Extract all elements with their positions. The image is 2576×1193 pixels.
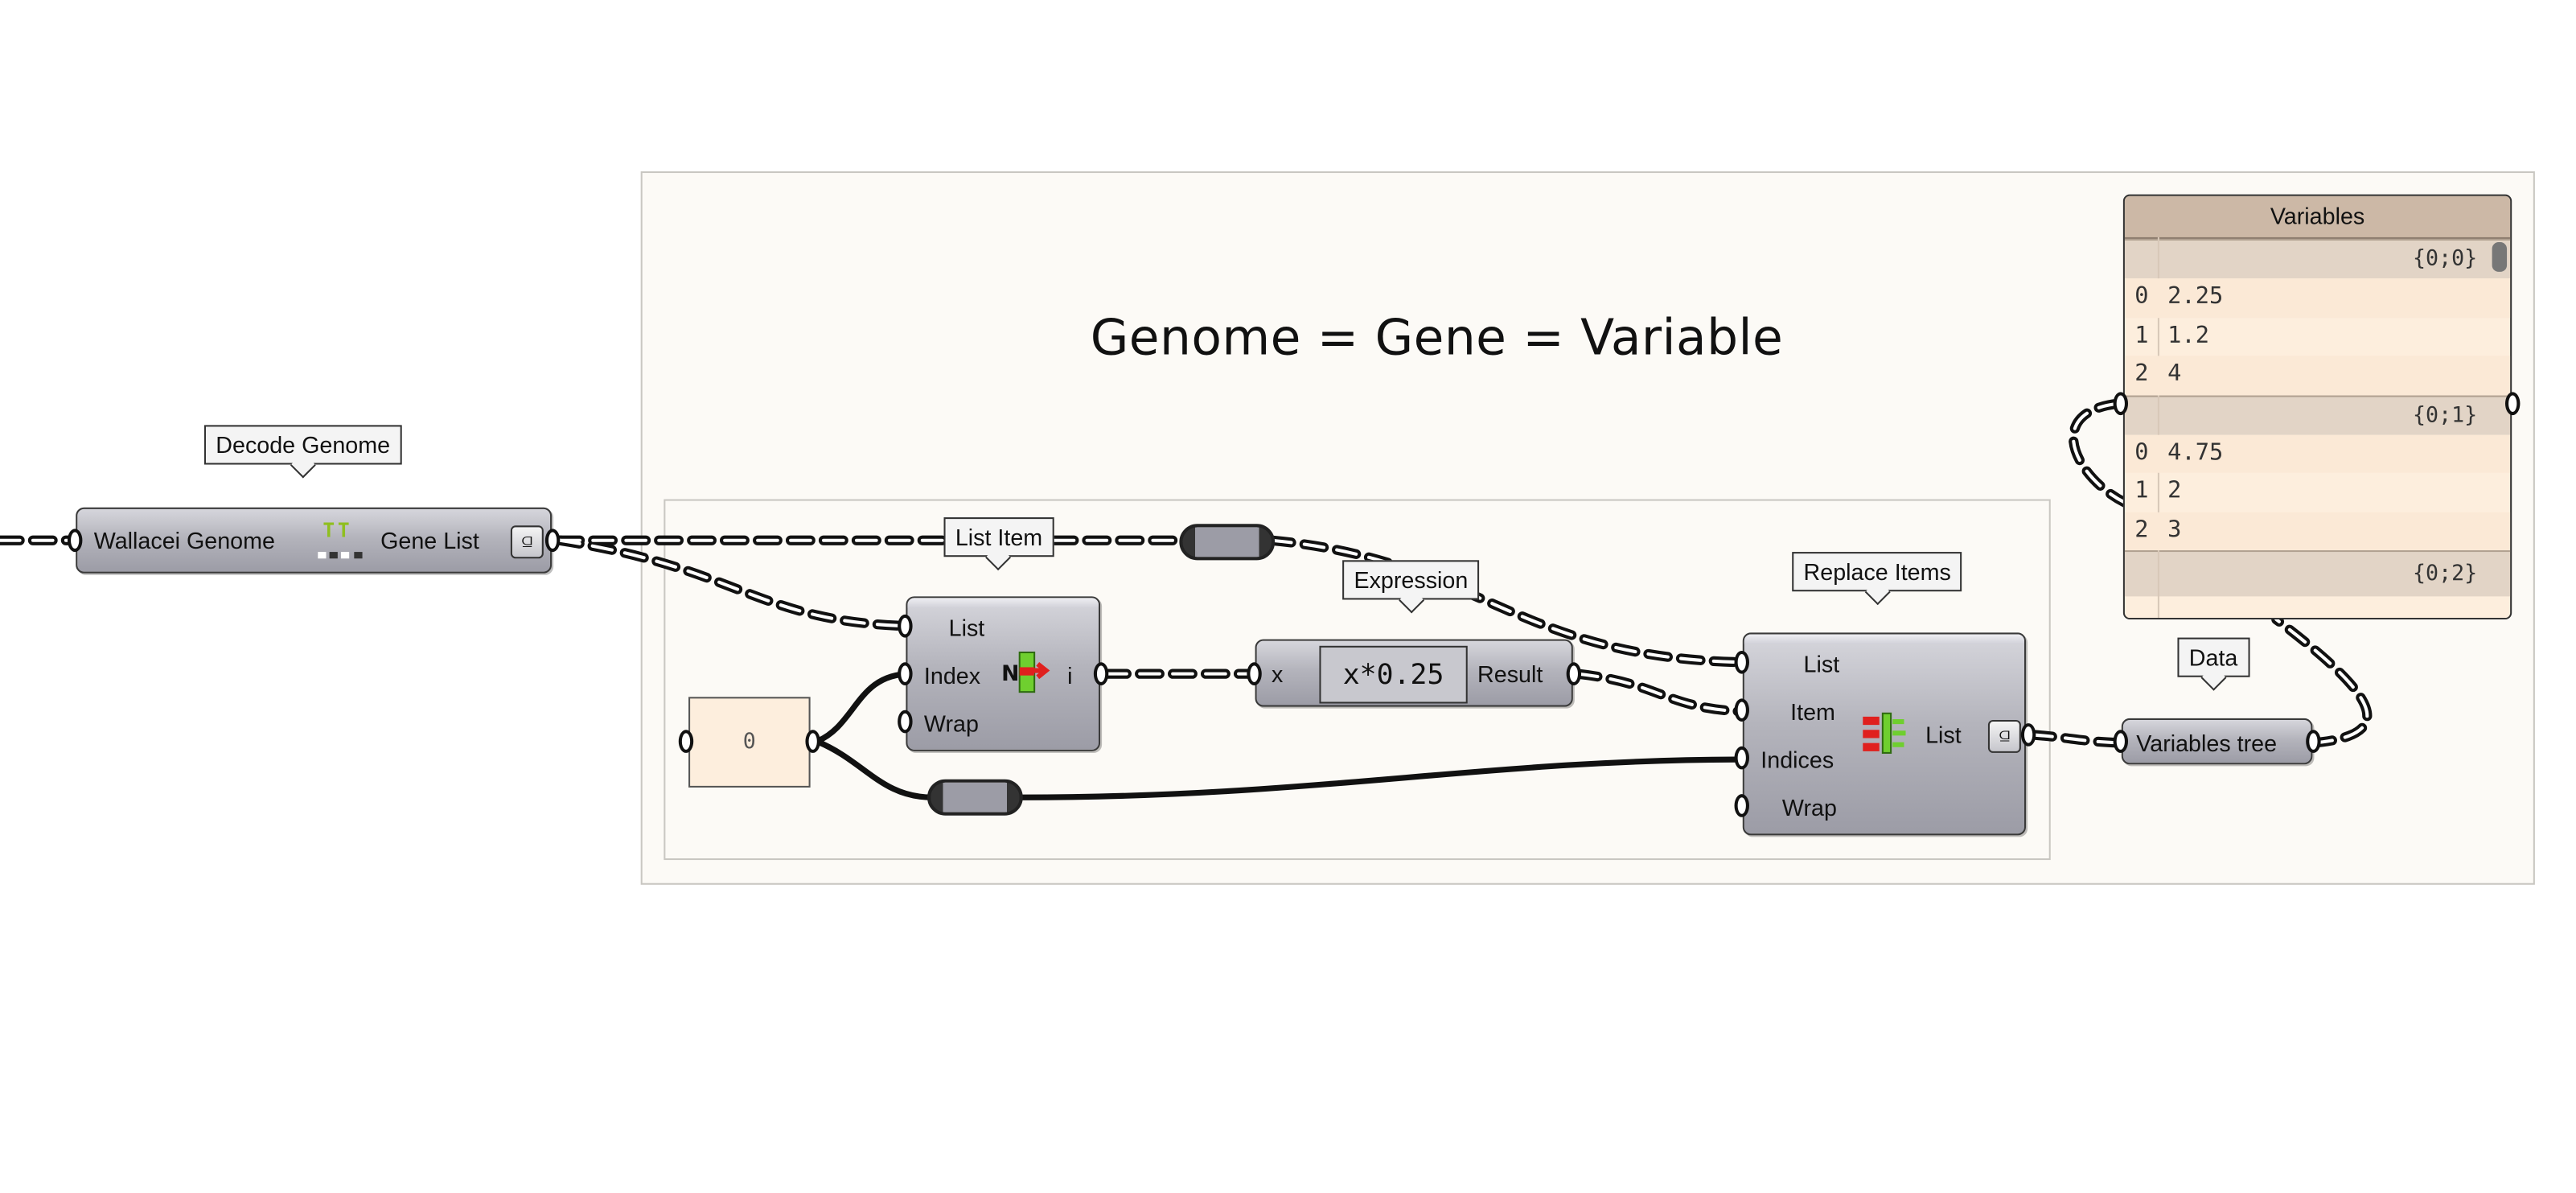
replace-input-item: Item — [1790, 698, 1835, 726]
funnel-icon[interactable]: ⫑ — [510, 525, 544, 559]
wire-relay2-to-indices — [1018, 756, 1749, 800]
list-item-grip-list[interactable] — [898, 614, 913, 638]
tooltip-expression: Expression — [1342, 560, 1480, 600]
panel-input-grip[interactable] — [678, 730, 694, 753]
replace-items-component[interactable]: List Item Indices Wrap List ⫑ — [1742, 632, 2027, 836]
replace-grip-list[interactable] — [1734, 650, 1749, 674]
wire-genelist-to-listitem — [555, 535, 916, 631]
expression-formula[interactable]: x*0.25 — [1319, 645, 1468, 704]
index-panel[interactable]: 0 — [688, 697, 811, 788]
expression-grip-input[interactable] — [1247, 662, 1262, 685]
replace-grip-wrap[interactable] — [1734, 794, 1749, 817]
viewer-grip-input[interactable] — [2113, 392, 2129, 416]
wallacei-input-label: Wallacei Genome — [93, 527, 275, 554]
replace-output-list: List — [1925, 722, 1962, 748]
wallacei-genome-icon: T T — [314, 516, 368, 565]
tree-grip-input[interactable] — [2113, 730, 2129, 753]
expression-input-x: x — [1272, 660, 1284, 688]
wire-panel-to-index — [814, 671, 914, 745]
wire-expression-to-replace — [1572, 668, 1752, 717]
branch-header: {0;1} — [2124, 394, 2511, 434]
tree-grip-output[interactable] — [2306, 730, 2321, 753]
funnel-icon[interactable]: ⫑ — [1987, 719, 2021, 753]
wallacei-output-label: Gene List — [380, 527, 479, 554]
expression-output-result: Result — [1477, 660, 1543, 688]
relay-node[interactable] — [927, 779, 1023, 816]
wallacei-output-grip[interactable] — [544, 529, 561, 553]
replace-items-icon — [1859, 709, 1908, 758]
variables-tree-param[interactable]: Variables tree — [2121, 718, 2313, 765]
branch-header: {0;2} — [2124, 550, 2511, 597]
list-item-grip-wrap[interactable] — [898, 710, 913, 734]
viewer-title: Variables — [2124, 195, 2511, 239]
group-title: Genome = Gene = Variable — [1090, 310, 1784, 368]
list-item-output-i: i — [1067, 662, 1073, 689]
variables-tree-label: Variables tree — [2136, 730, 2278, 757]
branch-header: {0;0} — [2124, 238, 2511, 279]
list-item-input-index: Index — [923, 662, 981, 689]
list-item-grip-output[interactable] — [1093, 662, 1109, 685]
panel-output-grip[interactable] — [805, 730, 820, 753]
list-item-icon: N — [1001, 648, 1050, 697]
replace-grip-indices[interactable] — [1734, 746, 1749, 770]
tooltip-data: Data — [2177, 637, 2249, 677]
wire-panel-to-relay2 — [814, 738, 935, 800]
svg-text:T: T — [338, 519, 350, 542]
svg-text:T: T — [323, 519, 335, 542]
replace-input-list: List — [1803, 650, 1840, 677]
wallacei-genome-component[interactable]: Wallacei Genome T T Gene List ⫑ — [76, 507, 553, 574]
list-item-input-list: List — [948, 614, 985, 641]
wallacei-input-grip[interactable] — [67, 529, 83, 553]
svg-text:N: N — [1001, 661, 1019, 686]
expression-grip-output[interactable] — [1566, 662, 1582, 685]
list-item-component[interactable]: List Index Wrap N i — [906, 596, 1101, 751]
viewer-grip-output[interactable] — [2505, 392, 2521, 416]
tooltip-decode-genome: Decode Genome — [203, 425, 402, 465]
tooltip-list-item: List Item — [943, 517, 1054, 557]
replace-input-indices: Indices — [1760, 746, 1834, 773]
tooltip-replace-items: Replace Items — [1792, 552, 1963, 592]
relay-node[interactable] — [1179, 524, 1276, 561]
list-item-grip-index[interactable] — [898, 662, 913, 685]
replace-grip-item[interactable] — [1734, 698, 1749, 722]
list-item-input-wrap: Wrap — [923, 710, 979, 737]
viewer-scrollbar[interactable] — [2492, 242, 2508, 272]
replace-input-wrap: Wrap — [1781, 794, 1837, 821]
replace-grip-output[interactable] — [2020, 723, 2036, 747]
